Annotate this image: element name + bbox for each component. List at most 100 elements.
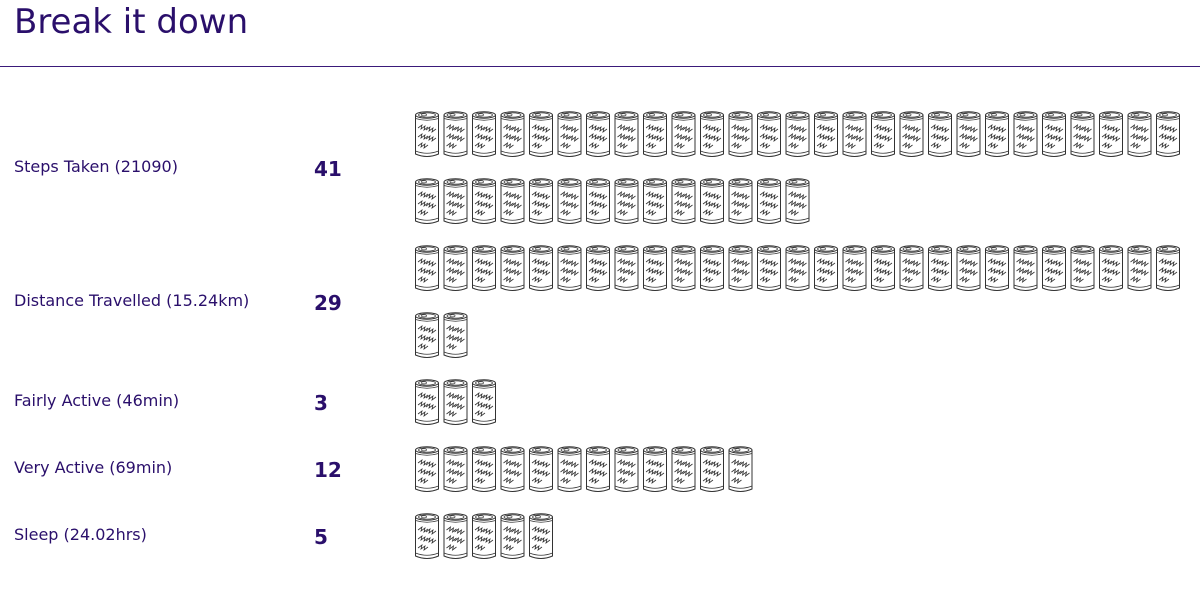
soda-can-icon: [700, 111, 724, 157]
soda-can-icon: [814, 111, 838, 157]
soda-can-icon: [871, 111, 895, 157]
soda-can-icon: [785, 245, 810, 291]
soda-can-icon: [842, 111, 867, 157]
soda-can-icon: [1070, 245, 1095, 291]
soda-can-icon: [529, 178, 553, 224]
soda-can-icon: [586, 111, 610, 157]
soda-can-icon: [700, 245, 724, 291]
soda-can-icon: [671, 446, 696, 492]
soda-can-icon: [529, 446, 553, 492]
soda-can-icon: [1042, 245, 1066, 291]
soda-can-icon: [956, 245, 981, 291]
row-label: Fairly Active (46min): [14, 391, 180, 410]
soda-can-icon: [956, 111, 981, 157]
soda-can-icon: [643, 446, 667, 492]
soda-can-icon: [985, 111, 1009, 157]
soda-can-icon: [614, 245, 639, 291]
row-label: Very Active (69min): [14, 458, 173, 477]
soda-can-icon: [529, 111, 553, 157]
row-label: Distance Travelled (15.24km): [14, 290, 250, 310]
row-count: 3: [314, 391, 328, 415]
row-count: 5: [314, 525, 328, 549]
cans-layer: [415, 111, 1180, 559]
soda-can-icon: [985, 245, 1009, 291]
soda-can-icon: [728, 111, 753, 157]
soda-can-icon: [443, 446, 468, 492]
soda-can-icon: [728, 178, 753, 224]
soda-can-icon: [415, 245, 439, 291]
soda-can-icon: [928, 111, 952, 157]
soda-can-icon: [1042, 111, 1066, 157]
soda-can-icon: [1156, 111, 1180, 157]
soda-can-icon: [415, 379, 439, 425]
soda-can-icon: [1099, 111, 1123, 157]
soda-can-icon: [671, 111, 696, 157]
soda-can-icon: [586, 446, 610, 492]
soda-can-icon: [415, 178, 439, 224]
soda-can-icon: [443, 178, 468, 224]
soda-can-icon: [614, 178, 639, 224]
row-count: 41: [314, 156, 342, 181]
soda-can-icon: [472, 446, 496, 492]
row-count: 29: [314, 290, 342, 315]
soda-can-icon: [586, 245, 610, 291]
soda-can-icon: [500, 446, 525, 492]
soda-can-icon: [814, 245, 838, 291]
soda-can-icon: [443, 379, 468, 425]
soda-can-icon: [643, 245, 667, 291]
soda-can-icon: [757, 245, 781, 291]
soda-can-icon: [500, 245, 525, 291]
soda-can-icon: [415, 312, 439, 358]
soda-can-icon: [472, 111, 496, 157]
soda-can-icon: [728, 446, 753, 492]
soda-can-icon: [557, 446, 582, 492]
soda-can-icon: [671, 178, 696, 224]
soda-can-icon: [700, 178, 724, 224]
soda-can-icon: [1013, 245, 1038, 291]
soda-can-icon: [472, 379, 496, 425]
soda-can-icon: [899, 245, 924, 291]
page-title: Break it down: [14, 2, 249, 42]
soda-can-icon: [529, 513, 553, 559]
soda-can-icon: [443, 111, 468, 157]
soda-can-icon: [757, 178, 781, 224]
soda-can-icon: [443, 513, 468, 559]
soda-can-icon: [443, 245, 468, 291]
soda-can-icon: [557, 245, 582, 291]
soda-can-icon: [529, 245, 553, 291]
soda-can-icon: [700, 446, 724, 492]
soda-can-icon: [785, 178, 810, 224]
soda-can-icon: [614, 111, 639, 157]
soda-can-icon: [472, 178, 496, 224]
title-divider: [0, 66, 1200, 67]
soda-can-icon: [728, 245, 753, 291]
soda-can-icon: [899, 111, 924, 157]
soda-can-icon: [871, 245, 895, 291]
soda-can-icon: [415, 446, 439, 492]
soda-can-icon: [785, 111, 810, 157]
soda-can-icon: [842, 245, 867, 291]
soda-can-icon: [643, 111, 667, 157]
soda-can-icon: [557, 178, 582, 224]
soda-can-icon: [472, 245, 496, 291]
soda-can-icon: [1013, 111, 1038, 157]
soda-can-icon: [671, 245, 696, 291]
soda-can-icon: [500, 513, 525, 559]
row-label: Steps Taken (21090): [14, 156, 178, 176]
soda-can-icon: [443, 312, 468, 358]
soda-can-icon: [500, 111, 525, 157]
soda-can-icon: [500, 178, 525, 224]
soda-can-icon: [928, 245, 952, 291]
soda-can-icon: [1127, 245, 1152, 291]
soda-can-icon: [614, 446, 639, 492]
soda-can-icon: [415, 513, 439, 559]
soda-can-icon: [1099, 245, 1123, 291]
soda-can-icon: [1156, 245, 1180, 291]
soda-can-icon: [472, 513, 496, 559]
row-label: Sleep (24.02hrs): [14, 525, 147, 544]
soda-can-icon: [586, 178, 610, 224]
soda-can-icon: [757, 111, 781, 157]
soda-can-icon: [415, 111, 439, 157]
row-count: 12: [314, 458, 342, 482]
